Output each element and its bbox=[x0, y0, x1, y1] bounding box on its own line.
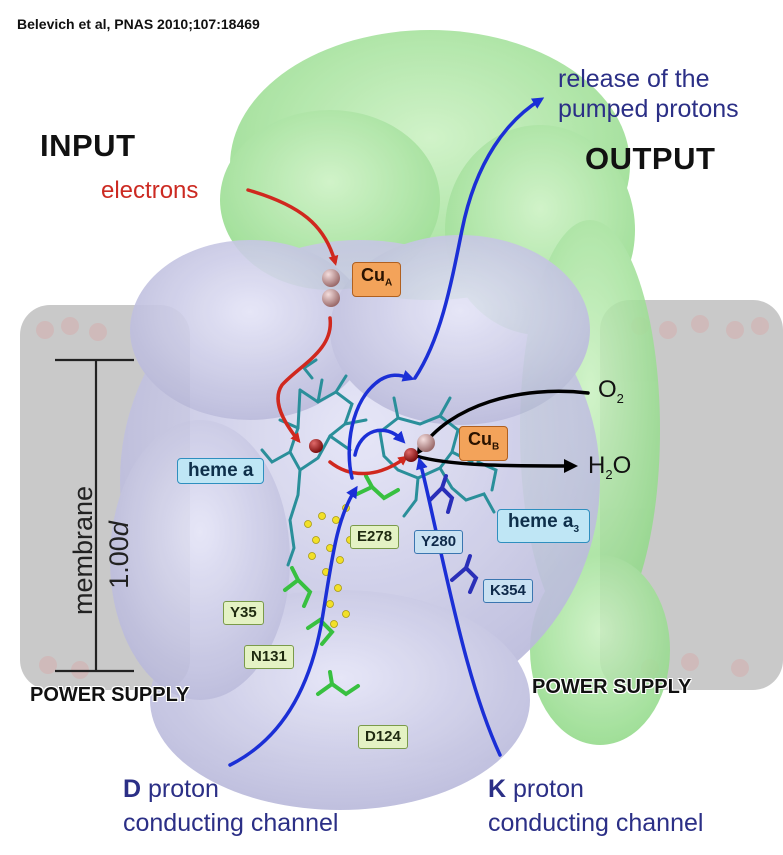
oxygen-arrows bbox=[414, 389, 590, 473]
d-letter: D bbox=[123, 775, 142, 803]
power-supply-right: POWER SUPPLY bbox=[532, 676, 692, 698]
k354-tag: K354 bbox=[483, 579, 533, 603]
k-channel-label: K proton conducting channel bbox=[488, 773, 703, 841]
heme-a-tag: heme a bbox=[177, 458, 265, 484]
membrane-scale-bar bbox=[55, 358, 134, 673]
d-text-line-1: proton bbox=[148, 775, 219, 803]
n131-tag: N131 bbox=[244, 645, 294, 669]
k-text-line-1: proton bbox=[513, 775, 584, 803]
power-supply-left: POWER SUPPLY bbox=[30, 684, 190, 706]
blue-residues bbox=[428, 474, 479, 594]
d124-tag: D124 bbox=[358, 725, 408, 749]
membrane-value: 1.00d bbox=[104, 521, 134, 589]
heme-a3-iron bbox=[404, 448, 418, 462]
cub-tag: CuB bbox=[459, 426, 509, 461]
citation: Belevich et al, PNAS 2010;107:18469 bbox=[17, 16, 260, 32]
water-molecules bbox=[304, 504, 354, 628]
cua-ions bbox=[322, 269, 340, 307]
d-channel-label: D proton conducting channel bbox=[123, 773, 338, 841]
release-line-1: release of the bbox=[558, 65, 710, 93]
electrons-label: electrons bbox=[101, 177, 199, 204]
k-letter: K bbox=[488, 775, 507, 803]
membrane-thickness-label: membrane 1.00d bbox=[65, 485, 145, 615]
heme-a-molecule bbox=[260, 358, 368, 567]
output-label: OUTPUT bbox=[585, 141, 716, 176]
h2o-label: H2O bbox=[588, 452, 632, 482]
cua-tag: CuA bbox=[352, 262, 402, 297]
e278-tag: E278 bbox=[350, 525, 400, 549]
o2-label: O2 bbox=[598, 376, 624, 406]
y35-tag: Y35 bbox=[223, 601, 264, 625]
release-line-2: pumped protons bbox=[558, 95, 739, 123]
electron-arrows bbox=[246, 188, 409, 476]
d-text-line-2: conducting channel bbox=[123, 808, 339, 837]
heme-a-iron bbox=[309, 439, 323, 453]
cub-ion bbox=[417, 434, 435, 452]
proton-arrows bbox=[228, 97, 545, 767]
y280-tag: Y280 bbox=[414, 530, 464, 554]
input-label: INPUT bbox=[40, 128, 136, 163]
membrane-word: membrane bbox=[68, 485, 98, 615]
green-residues bbox=[283, 474, 400, 697]
heme-a3-tag: heme a3 bbox=[497, 509, 591, 543]
k-text-line-2: conducting channel bbox=[488, 808, 704, 837]
release-label: release of the pumped protons bbox=[558, 64, 739, 124]
